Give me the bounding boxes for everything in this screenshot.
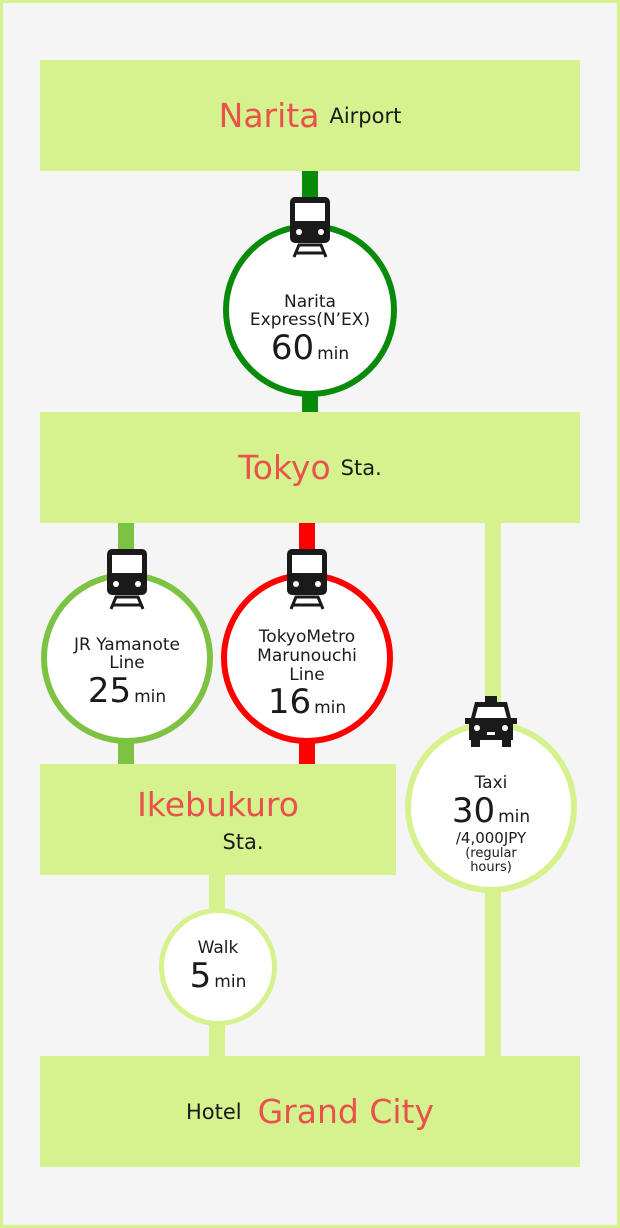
station-ikebukuro: Ikebukuro Sta. (40, 764, 396, 875)
hotel-box: Hotel Grand City (40, 1056, 580, 1167)
route-name: Taxi (474, 773, 508, 794)
route-unit: min (317, 343, 350, 364)
route-name: Line (109, 653, 145, 674)
route-time: 5 (189, 955, 212, 996)
train-icon (290, 197, 330, 258)
hotel-name: Grand City (257, 1092, 435, 1131)
route-name: JR Yamanote (74, 634, 180, 655)
taxi-icon (465, 696, 517, 747)
route-note: (regular (465, 845, 517, 861)
route-name: Line (289, 664, 325, 685)
route-name: Narita (284, 291, 336, 312)
route-time: 60 (270, 327, 315, 368)
route-name: Walk (197, 937, 239, 958)
route-unit: min (314, 698, 347, 719)
route-unit: min (134, 686, 167, 707)
station-suffix: Sta. (340, 455, 382, 480)
station-tokyo: Tokyo Sta. (40, 412, 580, 523)
route-unit: min (214, 971, 247, 992)
station-narita: Narita Airport (40, 60, 580, 171)
route-time: 25 (87, 670, 132, 711)
station-name: Ikebukuro (137, 785, 299, 824)
station-name: Narita (218, 96, 320, 135)
train-icon (287, 549, 327, 610)
station-suffix: Airport (329, 103, 402, 128)
route-name: TokyoMetro (258, 627, 356, 648)
station-suffix: Sta. (222, 830, 264, 854)
route-price: /4,000JPY (455, 829, 527, 848)
route-name: Express(N’EX) (249, 310, 371, 331)
route-note: hours) (470, 860, 512, 876)
hotel-prefix: Hotel (185, 1099, 242, 1124)
route-unit: min (498, 807, 531, 828)
route-time: 30 (451, 791, 496, 832)
route-name: Marunouchi (257, 645, 357, 666)
route-time: 16 (267, 682, 312, 723)
station-name: Tokyo (238, 448, 331, 487)
train-icon (107, 549, 147, 610)
